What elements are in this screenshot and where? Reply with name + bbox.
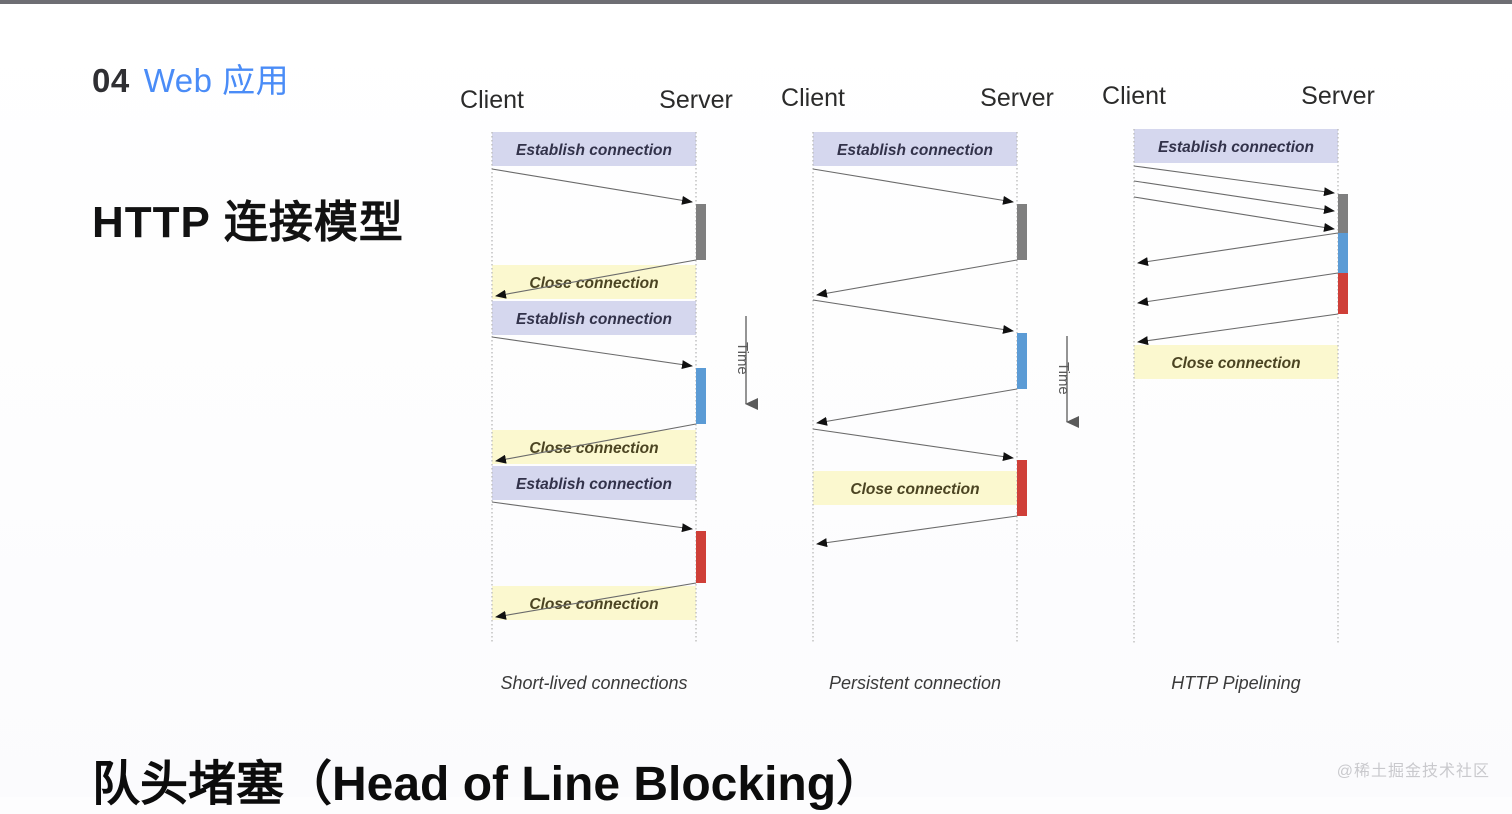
message-request — [812, 428, 1014, 462]
lane-label-client: Client — [460, 86, 524, 114]
band-close-label: Close connection — [529, 440, 658, 457]
band-close-label: Close connection — [529, 596, 658, 613]
server-processing-bar — [1338, 194, 1348, 233]
server-processing-bar — [1017, 204, 1027, 260]
server-processing-bar — [696, 368, 706, 424]
lane-label-server: Server — [980, 84, 1054, 112]
band-establish-label: Establish connection — [516, 311, 672, 328]
band-establish-label: Establish connection — [516, 476, 672, 493]
column-caption: HTTP Pipelining — [1171, 673, 1300, 693]
message-request — [491, 336, 693, 370]
band-close-label: Close connection — [850, 481, 979, 498]
band-establish — [1134, 129, 1338, 163]
server-processing-bar — [696, 531, 706, 583]
section-label: Web 应用 — [143, 62, 290, 99]
message-response — [816, 515, 1018, 548]
message-response — [495, 259, 697, 299]
band-establish — [492, 301, 696, 335]
bottom-heading: 队头堵塞（Head of Line Blocking） — [92, 758, 885, 811]
time-axis-label: Time — [1055, 362, 1072, 395]
message-request — [812, 168, 1014, 205]
band-close-label: Close connection — [1171, 355, 1300, 372]
server-processing-bar — [1017, 333, 1027, 389]
band-establish-label: Establish connection — [837, 142, 993, 159]
band-establish-label: Establish connection — [516, 142, 672, 159]
band-close — [813, 471, 1017, 505]
message-response — [816, 259, 1018, 298]
page-title-cjk: 连接模型 — [223, 198, 404, 247]
message-request — [491, 168, 693, 205]
http-connection-models-diagram: Client Server Establish connection Close… — [430, 74, 1490, 704]
lane-label-server: Server — [1301, 82, 1375, 110]
message-response — [495, 423, 697, 464]
band-establish — [492, 132, 696, 166]
column-caption: Short-lived connections — [500, 673, 687, 693]
server-processing-bar — [1017, 460, 1027, 516]
column-caption: Persistent connection — [829, 673, 1001, 693]
band-close — [492, 430, 696, 464]
lane-label-client: Client — [781, 84, 845, 112]
section-kicker: 04 Web 应用 — [92, 54, 289, 102]
band-close — [1134, 345, 1338, 379]
section-number: 04 — [92, 62, 130, 99]
server-processing-bar — [1338, 273, 1348, 314]
message-response — [1137, 272, 1339, 306]
message-request — [812, 299, 1014, 334]
band-close — [492, 265, 696, 299]
window-top-bar — [0, 0, 1512, 4]
lane-label-client: Client — [1102, 82, 1166, 110]
message-response — [495, 582, 697, 620]
band-establish-label: Establish connection — [1158, 139, 1314, 156]
message-response — [816, 388, 1018, 426]
band-close — [492, 586, 696, 620]
message-request — [491, 501, 693, 533]
server-processing-bar — [696, 204, 706, 260]
message-response — [1137, 313, 1339, 346]
message-response — [1137, 232, 1339, 266]
band-establish — [492, 466, 696, 500]
time-axis-2: Time — [1055, 336, 1079, 428]
lane-label-server: Server — [659, 86, 733, 114]
page-title-latin: HTTP — [92, 198, 211, 247]
diagram-column-pipelining: Client Server Establish connection Close… — [1102, 82, 1375, 693]
diagram-column-persistent: Client Server Establish connection Close… — [781, 84, 1054, 693]
watermark: @稀土掘金技术社区 — [1336, 763, 1490, 780]
time-axis-label: Time — [734, 342, 751, 375]
band-close-label: Close connection — [529, 275, 658, 292]
message-request — [1133, 180, 1335, 214]
time-axis-1: Time — [734, 316, 758, 410]
message-request — [1133, 165, 1335, 197]
band-establish — [813, 132, 1017, 166]
server-processing-bar — [1338, 233, 1348, 273]
message-request — [1133, 196, 1335, 232]
diagram-column-short-lived: Client Server Establish connection Close… — [460, 86, 733, 693]
